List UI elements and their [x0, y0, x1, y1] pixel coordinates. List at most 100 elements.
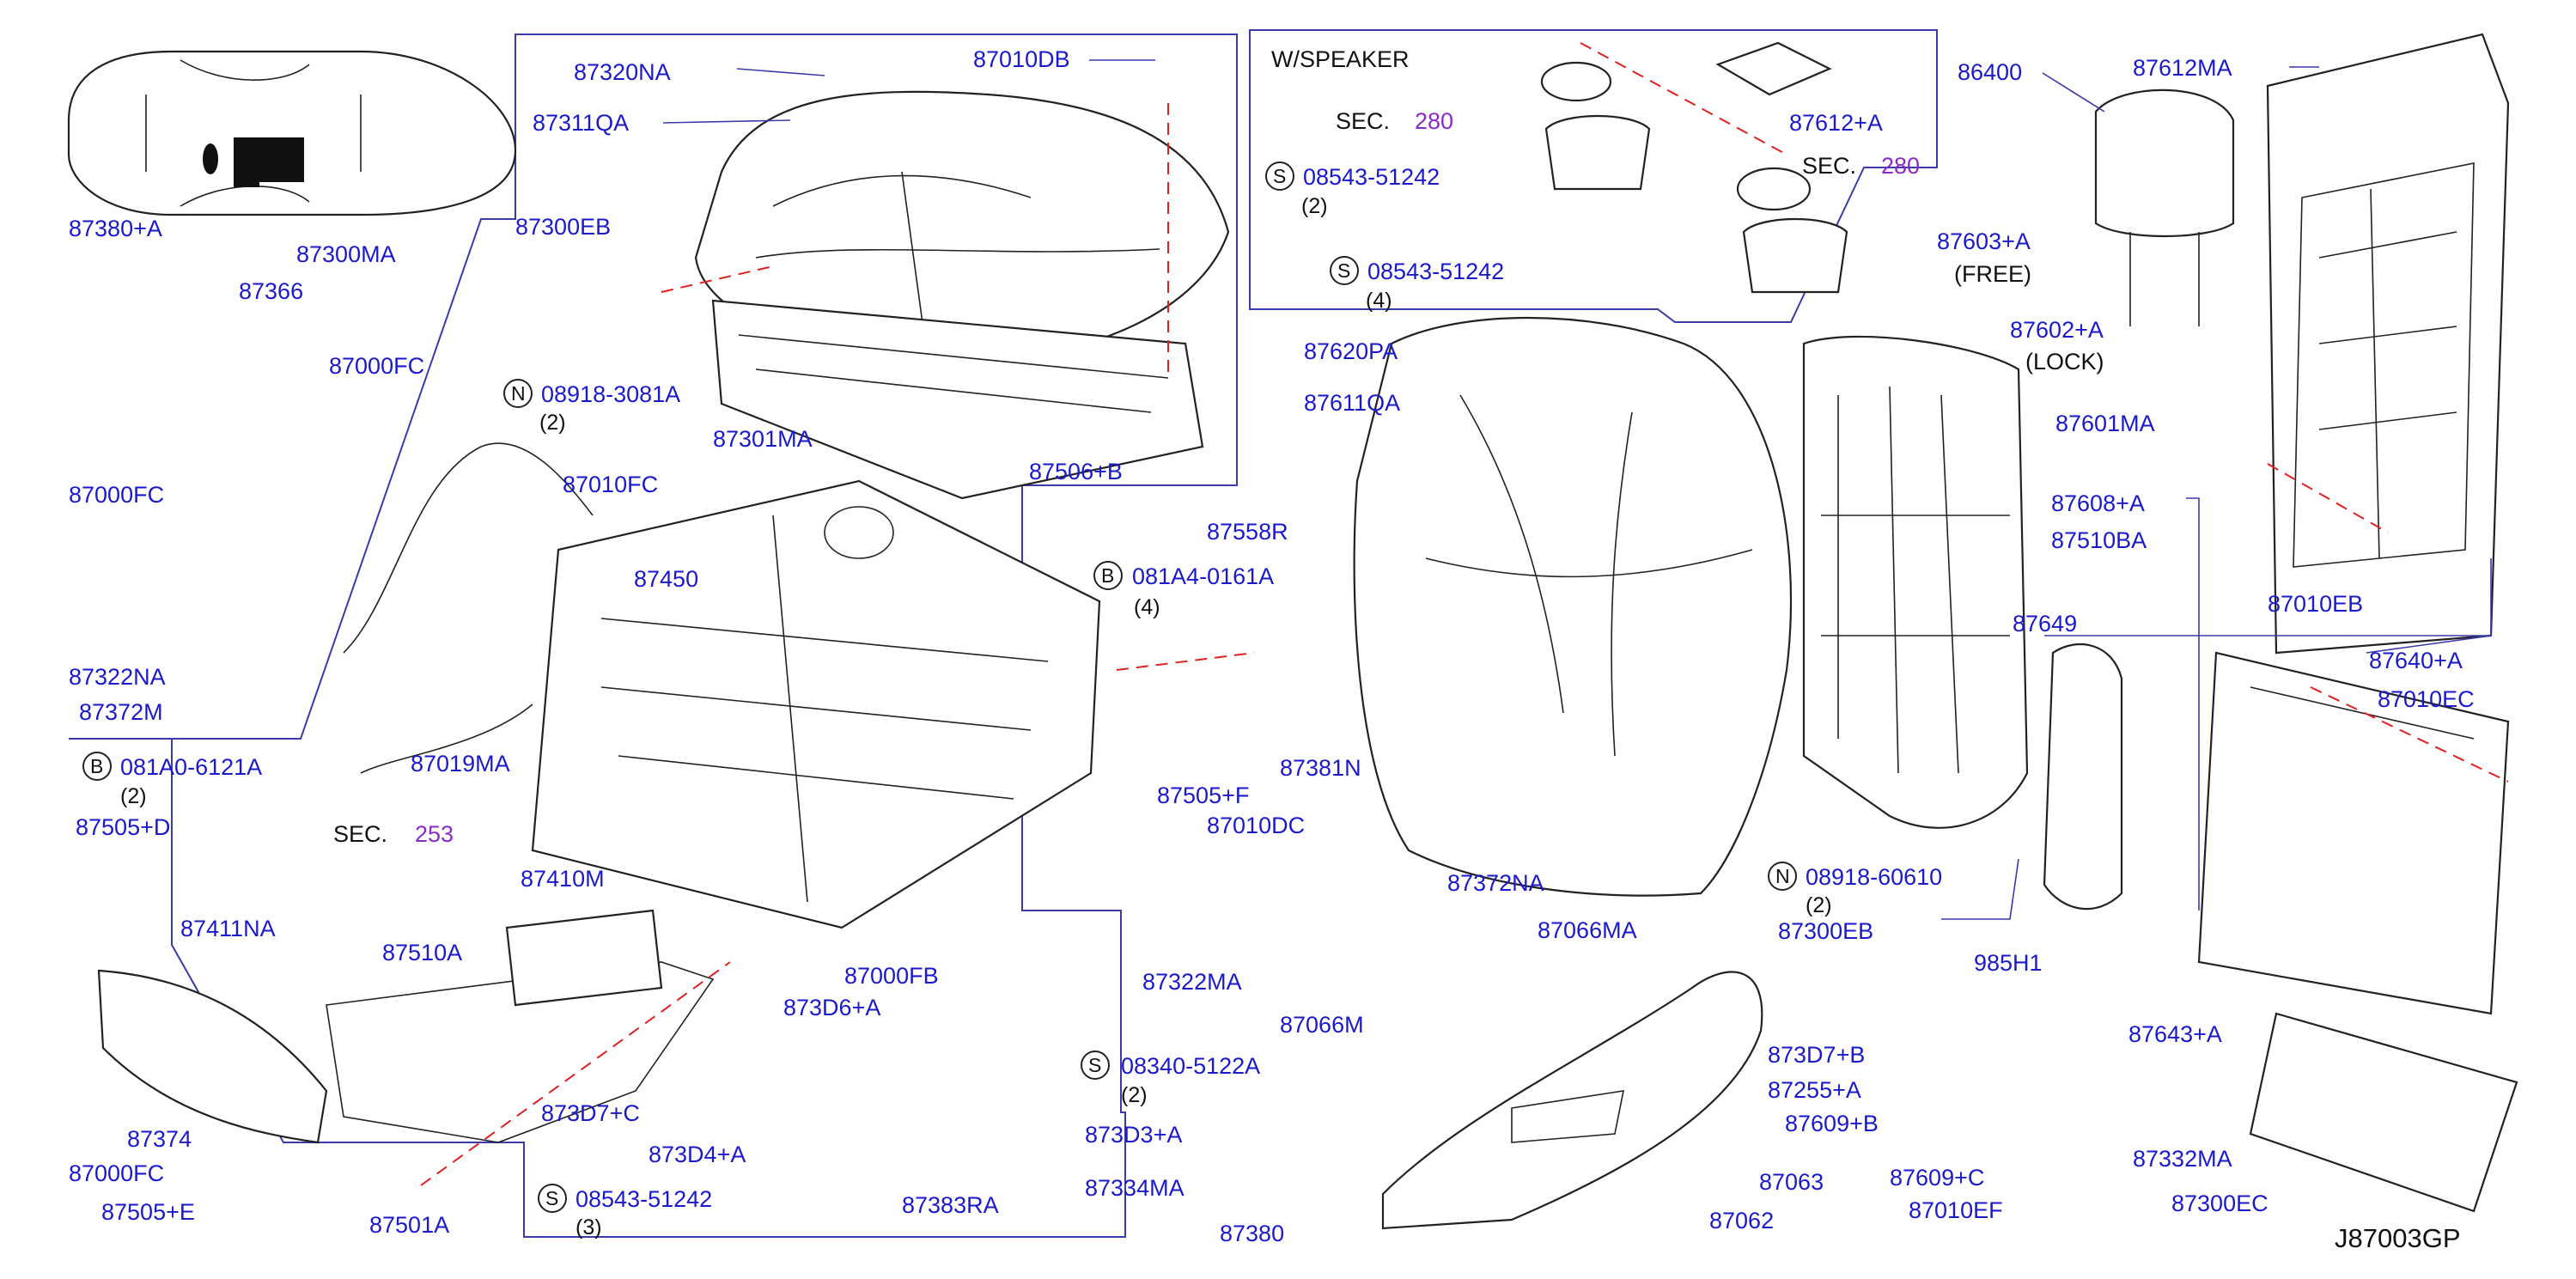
- label-87558R: 87558R: [1207, 519, 1288, 545]
- label-87649: 87649: [2013, 611, 2077, 636]
- label-87381N: 87381N: [1280, 755, 1361, 781]
- label-873D6A: 873D6+A: [783, 995, 880, 1020]
- relation-line: [1116, 652, 1255, 671]
- seatback-pad: [1353, 316, 1793, 897]
- fastener-qty: (2): [1121, 1083, 1148, 1107]
- fastener-code: 08543-51242: [575, 1186, 712, 1212]
- diagram-code: J87003GP: [2335, 1223, 2461, 1253]
- fastener-prefix: N: [1775, 865, 1790, 887]
- fastener-callout-f4: S 08543-51242 (4): [1330, 256, 1504, 313]
- label-87019MA: 87019MA: [411, 751, 510, 777]
- label-87380: 87380: [1220, 1221, 1284, 1246]
- label-87612MA: 87612MA: [2133, 55, 2232, 81]
- wire-harness: [343, 442, 594, 774]
- label-87300EC: 87300EC: [2171, 1191, 2268, 1216]
- fastener-callout-f3: S 08543-51242 (2): [1265, 161, 1440, 218]
- label-87609C: 87609+C: [1890, 1165, 1984, 1191]
- leader-line: [736, 68, 825, 76]
- fastener-callout-f6: S 08340-5122A (2): [1081, 1051, 1260, 1107]
- label-87383RA: 87383RA: [902, 1192, 999, 1218]
- label-87505F: 87505+F: [1157, 783, 1249, 808]
- headrest: [2094, 88, 2235, 326]
- label-87300EB-bottom: 87300EB: [1778, 918, 1873, 944]
- label-87643A: 87643+A: [2128, 1021, 2222, 1047]
- label-87608A: 87608+A: [2051, 490, 2145, 516]
- label-873D3A: 873D3+A: [1085, 1122, 1182, 1148]
- fastener-prefix: S: [1088, 1054, 1101, 1076]
- note-lock: (LOCK): [2025, 349, 2104, 375]
- label-87332MA: 87332MA: [2133, 1146, 2232, 1172]
- label-87063: 87063: [1759, 1169, 1824, 1195]
- fastener-qty: (2): [1301, 194, 1328, 218]
- label-873D7B: 873D7+B: [1768, 1042, 1865, 1068]
- seat-cushion-group-outline: [171, 33, 1238, 1238]
- fastener-prefix: B: [1101, 564, 1114, 587]
- note-free: (FREE): [1954, 261, 2031, 287]
- label-87066MA: 87066MA: [1538, 917, 1637, 943]
- label-87066M: 87066M: [1280, 1012, 1364, 1038]
- label-87380A: 87380+A: [69, 216, 162, 241]
- fastener-qty: (3): [575, 1215, 602, 1239]
- label-873D7C: 873D7+C: [541, 1100, 640, 1126]
- label-87602A: 87602+A: [2010, 317, 2104, 343]
- label-87601MA: 87601MA: [2055, 411, 2155, 436]
- label-87410M: 87410M: [521, 866, 605, 892]
- label-87010FC: 87010FC: [563, 472, 658, 497]
- fastener-code: 08340-5122A: [1121, 1053, 1260, 1079]
- fastener-qty: (2): [120, 784, 147, 808]
- sec-280a-number: 280: [1415, 108, 1453, 134]
- label-87620PA: 87620PA: [1304, 338, 1398, 364]
- sec-280b-label: SEC.: [1802, 153, 1856, 179]
- label-87411NA: 87411NA: [180, 916, 276, 941]
- label-87612A: 87612+A: [1789, 110, 1883, 136]
- label-87372M: 87372M: [79, 699, 163, 725]
- label-87505D: 87505+D: [76, 814, 170, 840]
- label-985H1: 985H1: [1974, 950, 2043, 976]
- label-87322NA: 87322NA: [69, 664, 166, 690]
- label-87300EB-top: 87300EB: [515, 214, 611, 240]
- leader-line: [2042, 72, 2105, 113]
- label-87510A: 87510A: [382, 940, 462, 965]
- sec-280a-label: SEC.: [1336, 108, 1390, 134]
- sec-253-number: 253: [415, 821, 454, 847]
- fastener-prefix: S: [1337, 259, 1350, 282]
- sec-253-label: SEC.: [333, 821, 387, 847]
- label-87366: 87366: [239, 278, 303, 304]
- fastener-qty: (2): [1806, 893, 1832, 917]
- leader-line: [662, 119, 791, 124]
- fastener-prefix: N: [511, 382, 526, 405]
- fastener-code: 08543-51242: [1303, 164, 1440, 190]
- label-87311QA: 87311QA: [533, 110, 629, 136]
- label-87300MA: 87300MA: [296, 241, 396, 267]
- seat-control-module: [505, 909, 663, 1007]
- label-87000FC-left: 87000FC: [69, 482, 164, 508]
- label-87062: 87062: [1709, 1208, 1774, 1233]
- fastener-code: 081A0-6121A: [120, 754, 262, 780]
- label-86400: 86400: [1958, 59, 2022, 85]
- fastener-qty: (4): [1134, 595, 1160, 619]
- relation-line: [420, 961, 731, 1186]
- car-top-view-icon: [67, 50, 517, 216]
- label-87322MA: 87322MA: [1142, 969, 1242, 995]
- seat-frame-assembly: [531, 479, 1101, 929]
- fastener-qty: (4): [1366, 289, 1392, 313]
- seat-wire-frame: [326, 961, 715, 1143]
- label-87000FC-right: 87000FC: [329, 353, 424, 379]
- seatback-frame: [1802, 335, 2029, 829]
- leader-line: [2186, 497, 2200, 911]
- label-87450: 87450: [634, 566, 698, 592]
- under-cover: [2249, 1012, 2518, 1213]
- speaker-assembly: [1540, 41, 1848, 294]
- side-finisher-lower: [97, 969, 328, 1144]
- fastener-callout-f2: B 081A0-6121A (2): [82, 752, 262, 808]
- label-87010DC: 87010DC: [1207, 813, 1305, 838]
- sec-280b-number: 280: [1881, 153, 1920, 179]
- label-87320NA: 87320NA: [574, 59, 671, 85]
- label-87000FB: 87000FB: [844, 963, 939, 989]
- fastener-qty: (2): [539, 411, 566, 435]
- label-87301MA: 87301MA: [713, 426, 813, 452]
- label-87374: 87374: [127, 1126, 192, 1152]
- relation-line: [2267, 463, 2389, 533]
- leader-line: [2366, 558, 2492, 654]
- leader-line: [1941, 858, 2019, 920]
